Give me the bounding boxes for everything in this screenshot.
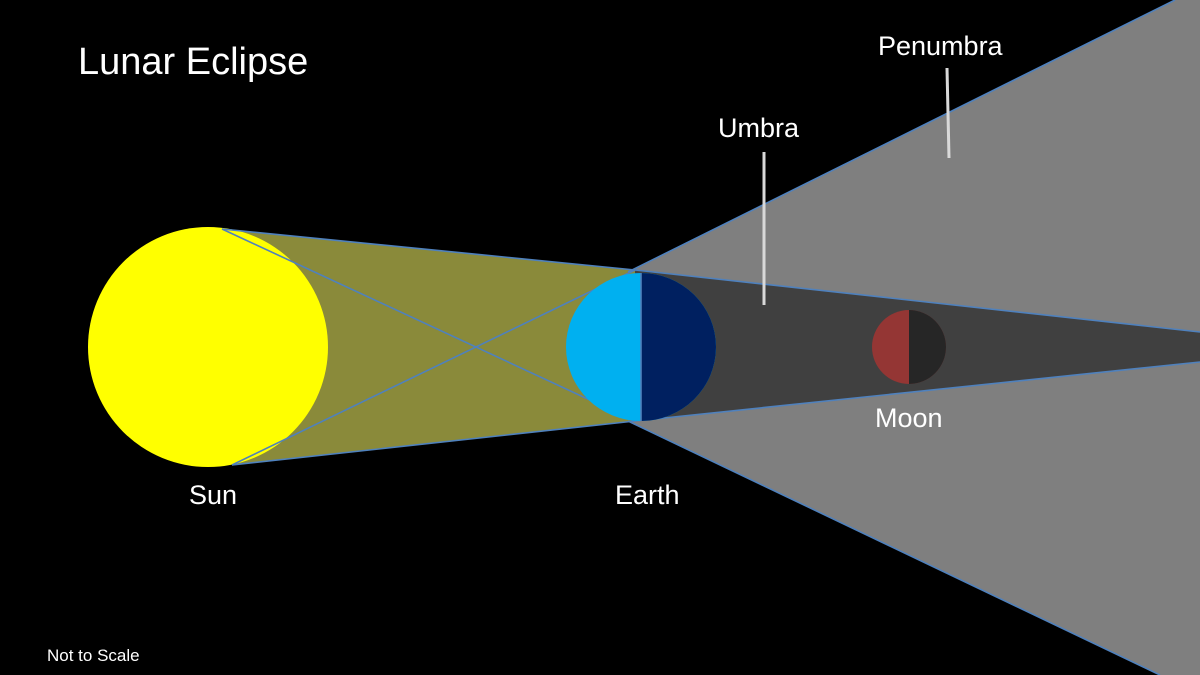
penumbra-label: Penumbra: [878, 31, 1003, 61]
umbra-label: Umbra: [718, 113, 800, 143]
sunlight-cone: [222, 229, 635, 465]
diagram-title: Lunar Eclipse: [78, 41, 309, 83]
scale-footnote: Not to Scale: [47, 646, 140, 665]
sun-label: Sun: [189, 480, 238, 510]
earth: [566, 273, 716, 421]
moon: [872, 310, 946, 384]
ray-lines: [221, 0, 1200, 675]
sun: [88, 227, 328, 467]
moon-label: Moon: [875, 403, 943, 433]
penumbra-pointer-line: [945, 67, 951, 159]
earth-label: Earth: [615, 480, 680, 510]
